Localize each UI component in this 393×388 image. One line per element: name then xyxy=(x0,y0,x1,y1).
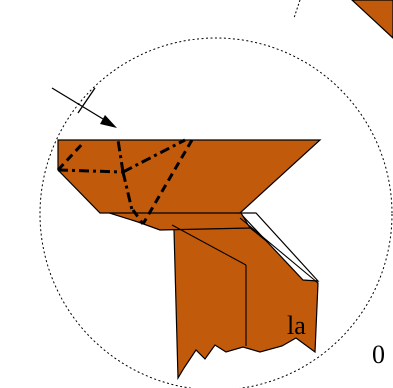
cropped-text-fragment: 0 xyxy=(372,342,385,368)
model-head xyxy=(58,140,320,213)
top-right-paper-piece xyxy=(352,0,393,38)
cropped-text-fragment: la xyxy=(287,313,306,339)
top-right-connector-line xyxy=(294,0,300,18)
origami-model xyxy=(58,140,320,378)
fold-direction-arrow-icon xyxy=(52,88,117,128)
top-right-fragment xyxy=(294,0,393,38)
model-body xyxy=(172,218,318,378)
